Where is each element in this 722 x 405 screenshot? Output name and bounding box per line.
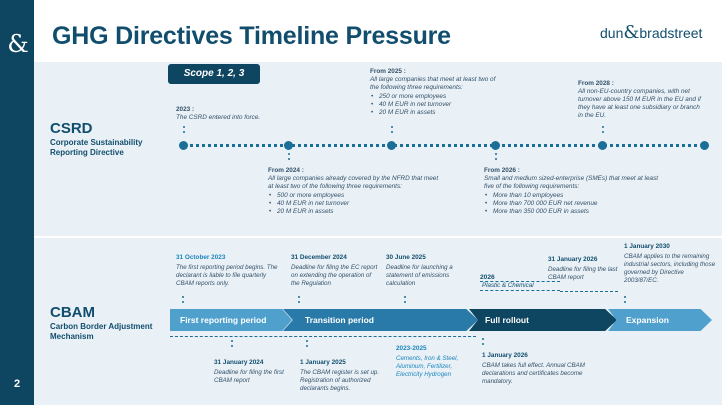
csrd-node-2025 <box>387 141 396 150</box>
list-item: More than 700 000 EUR net revenue <box>484 200 659 208</box>
csrd-connector <box>288 153 290 163</box>
cbam-connector <box>306 340 308 350</box>
cbam-text: Deadline for filing the first CBAM repor… <box>214 369 284 384</box>
milestone-text: Small and medium sized-enterprise (SMEs)… <box>484 175 659 190</box>
cbam-text: Deadline for filing the EC report on ext… <box>291 264 378 287</box>
cbam-title: CBAM <box>50 304 95 321</box>
cbam-range-dashline <box>170 336 476 337</box>
csrd-timeline-line <box>183 144 705 147</box>
milestone-year: From 2028 : <box>578 80 614 87</box>
band-divider <box>34 236 722 238</box>
cbam-connector <box>298 296 300 306</box>
csrd-milestone-2024: From 2024 : All large companies already … <box>268 167 443 216</box>
milestone-year: From 2026 : <box>484 167 520 174</box>
ampersand-logo-icon: & <box>7 30 29 58</box>
scope-badge: Scope 1, 2, 3 <box>168 64 260 84</box>
cbam-date: 30 June 2025 <box>386 254 426 261</box>
milestone-text: All non-EU-country companies, with net t… <box>578 88 701 119</box>
cbam-connector <box>231 340 233 350</box>
cbam-date: 1 January 2026 <box>482 352 528 359</box>
list-item: 20 M EUR in assets <box>268 208 443 216</box>
csrd-milestone-2028: From 2028 : All non-EU-country companies… <box>578 80 703 120</box>
plastic-bracket <box>480 281 560 291</box>
cbam-text: The first reporting period begins. The d… <box>176 264 278 287</box>
cbam-text: Cements, Iron & Steel, Aluminum, Fertili… <box>396 355 459 378</box>
list-item: 500 or more employees <box>268 192 443 200</box>
milestone-text: All large companies that meet at least t… <box>370 76 496 91</box>
list-item: 20 M EUR in assets <box>370 109 500 117</box>
csrd-milestone-2023: 2023 : The CSRD entered into force. <box>176 106 286 122</box>
milestone-text: The CSRD entered into force. <box>176 114 261 121</box>
milestone-text: All large companies already covered by t… <box>268 175 439 190</box>
left-sidebar: & 2 <box>0 0 34 405</box>
cbam-connector <box>182 296 184 306</box>
csrd-connector <box>391 126 393 136</box>
plastic-dashline <box>560 291 618 292</box>
csrd-node-2024 <box>284 141 293 150</box>
cbam-date: 1 January 2025 <box>300 359 346 366</box>
csrd-node-end <box>700 141 709 150</box>
milestone-year: From 2025 : <box>370 68 406 75</box>
csrd-node-2023 <box>179 141 188 150</box>
csrd-connector <box>602 126 604 136</box>
phase-expansion: Expansion <box>608 309 712 331</box>
cbam-date: 31 December 2024 <box>291 254 347 261</box>
page-number: 2 <box>13 378 21 390</box>
cbam-connector <box>404 296 406 306</box>
cbam-text: CBAM takes full effect. Annual CBAM decl… <box>482 362 585 385</box>
csrd-connector <box>183 126 185 136</box>
cbam-text: Deadline for launching a statement of em… <box>386 264 453 287</box>
cbam-date: 31 January 2024 <box>214 359 264 366</box>
milestone-year: From 2024 : <box>268 167 304 174</box>
cbam-date: 31 January 2026 <box>548 256 598 263</box>
cbam-text: The CBAM register is set up. Registratio… <box>300 369 380 392</box>
phase-full-rollout: Full rollout <box>469 309 617 331</box>
list-item: More than 10 employees <box>484 192 659 200</box>
phase-first-reporting: First reporting period <box>170 309 292 331</box>
brand-amp: & <box>623 22 640 43</box>
cbam-text: Deadline for filing the last CBAM report <box>548 266 618 281</box>
list-item: 40 M EUR in net turnover <box>370 101 500 109</box>
cbam-subtitle: Carbon Border Adjustment Mechanism <box>50 322 153 341</box>
brand-logo: dun&bradstreet <box>600 22 702 43</box>
csrd-connector <box>495 153 497 163</box>
list-item: More than 350 000 EUR in assets <box>484 208 659 216</box>
csrd-milestone-2026: From 2026 : Small and medium sized-enter… <box>484 167 659 216</box>
cbam-date: 1 January 2030 <box>624 243 670 250</box>
brand-left: dun <box>600 25 624 41</box>
plastic-year: 2026 <box>480 274 495 281</box>
csrd-subtitle: Corporate Sustainability Reporting Direc… <box>50 138 143 157</box>
brand-right: bradstreet <box>639 25 703 41</box>
plastic-label: Plastic & Chemical <box>482 282 534 289</box>
milestone-year: 2023 : <box>176 106 195 113</box>
csrd-node-2028 <box>598 141 607 150</box>
list-item: 40 M EUR in net turnover <box>268 200 443 208</box>
phase-transition: Transition period <box>283 309 478 331</box>
csrd-node-2026 <box>491 141 500 150</box>
cbam-date: 31 October 2023 <box>176 254 226 261</box>
slide-title: GHG Directives Timeline Pressure <box>52 22 451 50</box>
cbam-connector <box>482 338 484 348</box>
csrd-milestone-2025: From 2025 : All large companies that mee… <box>370 68 500 117</box>
cbam-text: CBAM applies to the remaining industrial… <box>624 253 716 284</box>
csrd-title: CSRD <box>50 120 93 137</box>
list-item: 250 or more employees <box>370 93 500 101</box>
cbam-connector <box>624 296 626 306</box>
cbam-date: 2023-2025 <box>396 345 427 352</box>
